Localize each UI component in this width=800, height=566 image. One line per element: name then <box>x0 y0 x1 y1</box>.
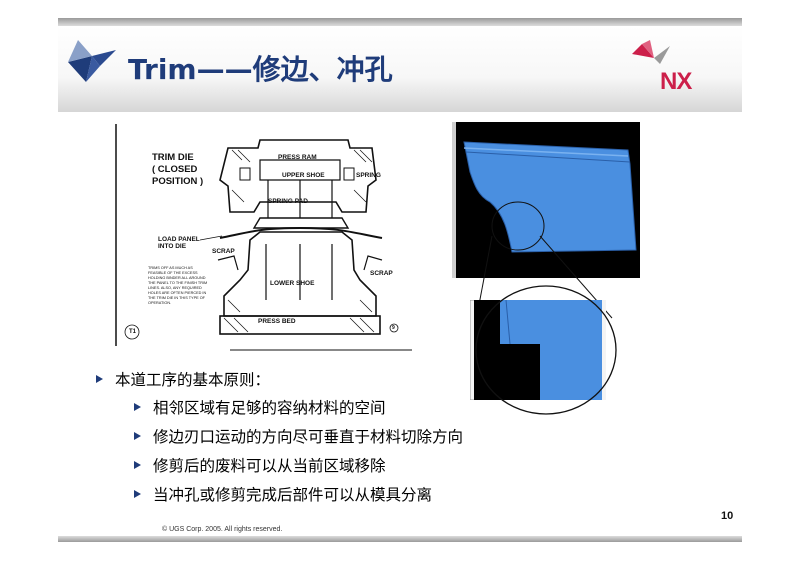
label-press-bed: PRESS BED <box>258 318 296 325</box>
header-band <box>58 26 742 112</box>
sub-bullet: 修剪后的废料可以从当前区域移除 <box>134 454 386 476</box>
sub-bullet-text: 当冲孔或修剪完成后部件可以从模具分离 <box>153 486 433 504</box>
bullet-triangle-icon <box>134 432 141 440</box>
zoom-detail <box>470 300 606 400</box>
bullet-triangle-icon <box>134 403 141 411</box>
sub-bullet-text: 相邻区域有足够的容纳材料的空间 <box>153 399 386 417</box>
sub-bullet: 修边刃口运动的方向尽可垂直于材料切除方向 <box>134 425 463 447</box>
label-figure-tag: T1 <box>129 329 137 335</box>
sub-bullet: 当冲孔或修剪完成后部件可以从模具分离 <box>134 483 432 505</box>
label-upper-shoe: UPPER SHOE <box>282 172 325 179</box>
label-spring: SPRING <box>356 172 381 179</box>
slide-title: Trim——修边、冲孔 <box>128 53 393 86</box>
label-press-ram: PRESS RAM <box>278 154 317 161</box>
page-number: 10 <box>721 510 734 522</box>
footer-rule <box>58 536 742 542</box>
label-scrap-right: SCRAP <box>370 270 393 277</box>
label-scrap-left: SCRAP <box>212 248 235 255</box>
label-lower-shoe: LOWER SHOE <box>270 280 315 287</box>
bullet-triangle-icon <box>96 375 103 383</box>
main-bullet: 本道工序的基本原则： <box>96 368 270 390</box>
bullet-triangle-icon <box>134 461 141 469</box>
caption-line: TRIM DIE <box>152 152 194 163</box>
bullet-triangle-icon <box>134 490 141 498</box>
caption-line: ( CLOSED <box>152 164 198 175</box>
label-circle-num: 9 <box>392 325 395 331</box>
label-load-panel: LOAD PANEL <box>158 236 200 243</box>
diagram-note: TRIMS OFF AS MUCH AS FEASIBLE OF THE EXC… <box>148 266 208 305</box>
trim-die-diagram <box>115 124 412 351</box>
label-into-die: INTO DIE <box>158 243 187 250</box>
sub-bullet: 相邻区域有足够的容纳材料的空间 <box>134 396 386 418</box>
nx-logo-text: NX <box>660 68 692 95</box>
header-top-rule <box>58 18 742 26</box>
cad-viewport <box>452 122 640 278</box>
label-spring-pad: SPRING PAD <box>268 198 308 205</box>
caption-line: POSITION ) <box>152 176 204 187</box>
ugs-star-logo-icon <box>68 40 116 82</box>
main-bullet-text: 本道工序的基本原则： <box>115 371 271 389</box>
sub-bullet-text: 修剪后的废料可以从当前区域移除 <box>153 457 386 475</box>
nx-star-logo-icon <box>632 40 670 64</box>
diagram-caption: TRIM DIE ( CLOSED POSITION ) <box>152 152 203 188</box>
copyright-text: © UGS Corp. 2005. All rights reserved. <box>162 526 283 533</box>
sub-bullet-text: 修边刃口运动的方向尽可垂直于材料切除方向 <box>153 428 464 446</box>
